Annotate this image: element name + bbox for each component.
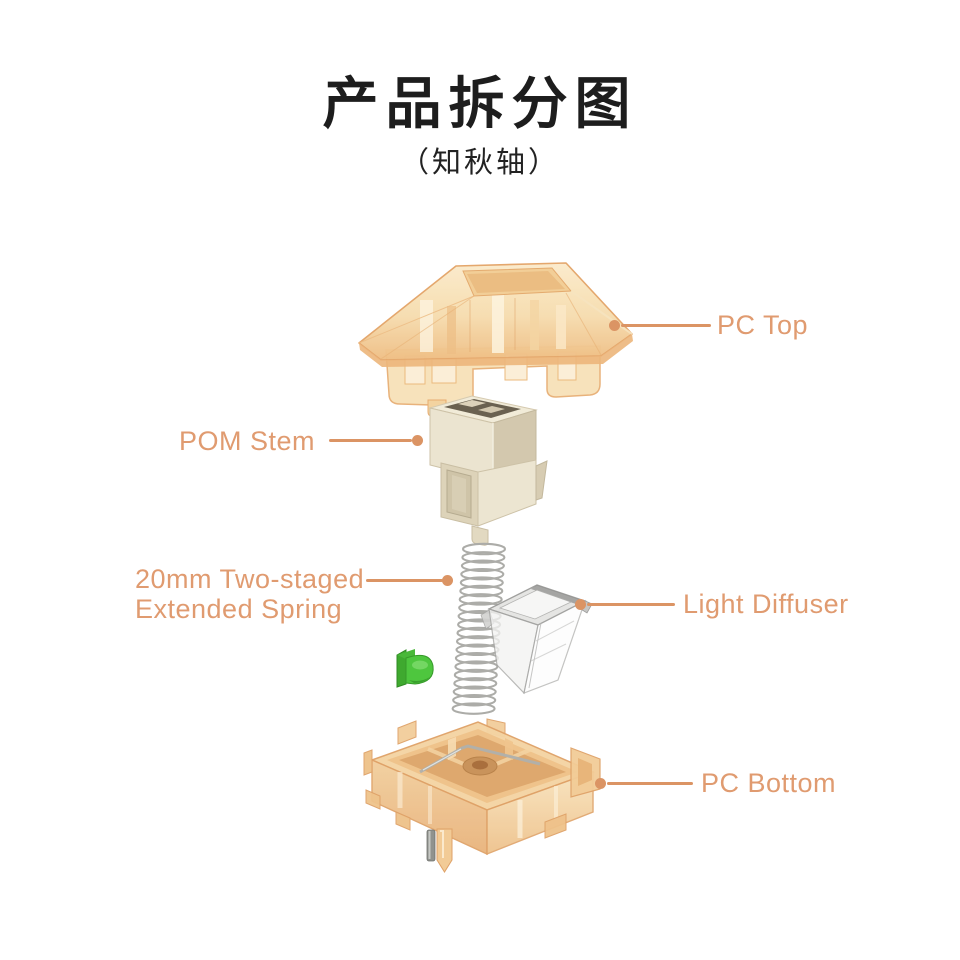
page-subtitle: （知秋轴） (399, 145, 560, 179)
pom-stem-part (428, 395, 548, 546)
latch-clip-part (396, 649, 434, 688)
pc-bottom-part (363, 718, 601, 873)
page-title: 产品拆分图 (322, 72, 638, 137)
light-diffuser-part (480, 584, 593, 695)
pc-top-part (358, 262, 633, 417)
